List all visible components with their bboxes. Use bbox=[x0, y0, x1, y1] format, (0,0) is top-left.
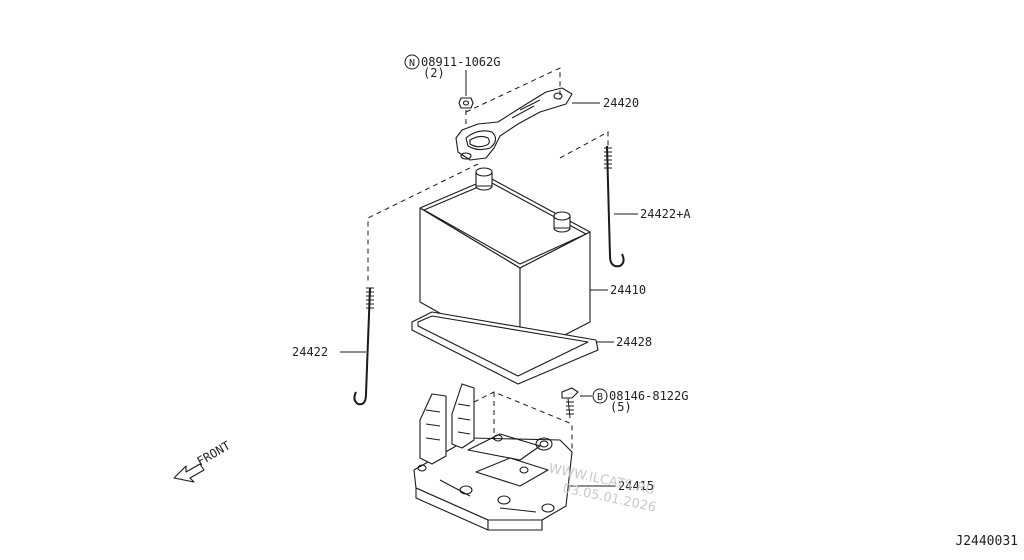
nut-prefix-circle bbox=[404, 54, 420, 70]
label-24428[interactable]: 24428 bbox=[616, 335, 652, 349]
nut-prefix-letter: N bbox=[409, 58, 415, 69]
label-24415[interactable]: 24415 bbox=[618, 479, 654, 493]
support-post-center bbox=[451, 383, 475, 449]
hook-rod-right bbox=[604, 145, 625, 268]
bolt-quantity: (5) bbox=[610, 400, 632, 414]
support-post-left bbox=[419, 393, 447, 465]
bolt-part-number[interactable]: 08146-8122G bbox=[609, 389, 688, 403]
label-24422[interactable]: 24422 bbox=[292, 345, 328, 359]
hook-rod-left bbox=[353, 287, 374, 406]
label-24422-a[interactable]: 24422+A bbox=[640, 207, 691, 221]
battery-support-bracket bbox=[413, 383, 573, 531]
bolt-prefix-letter: B bbox=[597, 392, 603, 403]
nut-guide-line-2 bbox=[465, 67, 561, 113]
bolt-callout: B 08146-8122G (5) bbox=[592, 388, 688, 414]
battery bbox=[419, 167, 591, 359]
front-label: FRONT bbox=[195, 438, 233, 468]
nut-callout: N 08911-1062G (2) bbox=[404, 54, 500, 96]
bolt-prefix-circle bbox=[592, 388, 608, 404]
diagram-code: J2440031 bbox=[955, 534, 1018, 549]
rod-guide-line-right bbox=[559, 131, 609, 159]
label-24410[interactable]: 24410 bbox=[610, 283, 646, 297]
nut-part bbox=[458, 97, 474, 109]
rod-guide-line-left bbox=[367, 163, 479, 282]
label-24420[interactable]: 24420 bbox=[603, 96, 639, 110]
bolt-part bbox=[561, 387, 579, 419]
nut-part-number[interactable]: 08911-1062G bbox=[421, 55, 500, 69]
hold-down-bracket bbox=[455, 87, 573, 161]
front-arrow-icon bbox=[173, 463, 205, 483]
battery-tray bbox=[411, 311, 599, 385]
nut-quantity: (2) bbox=[423, 66, 445, 80]
